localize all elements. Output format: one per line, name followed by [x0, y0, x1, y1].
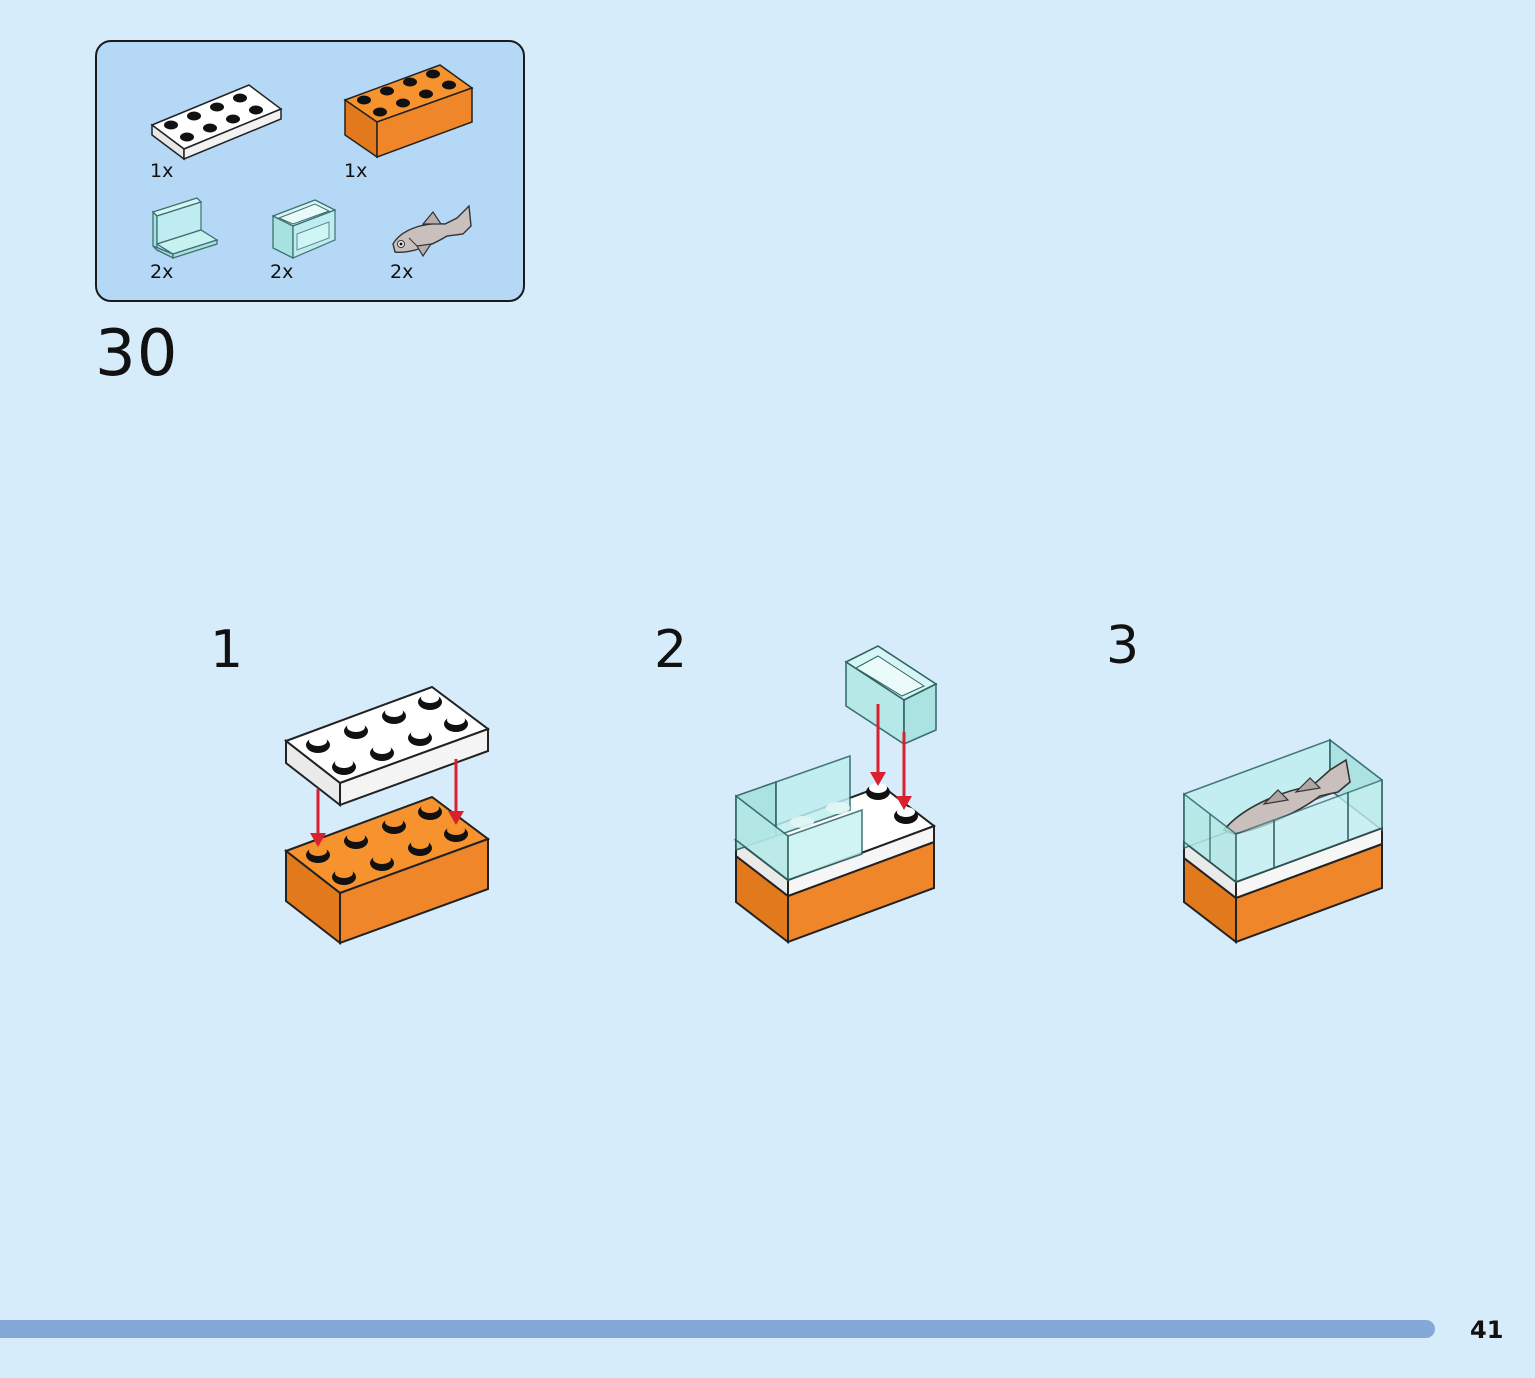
substep-1-illustration	[282, 685, 494, 947]
white-plate-qty: 1x	[150, 160, 174, 182]
step-number: 30	[95, 317, 179, 391]
progress-bar	[0, 1320, 1435, 1338]
trans-corner-panel-part	[269, 194, 341, 260]
parts-list-box: 1x 1x 2	[95, 40, 525, 302]
substep-3-label: 3	[1106, 616, 1140, 676]
substep-2-label: 2	[654, 620, 688, 680]
trans-panel-qty: 2x	[150, 261, 174, 283]
orange-brick-qty: 1x	[344, 160, 368, 182]
fish-qty: 2x	[390, 261, 414, 283]
orange-brick-part	[342, 62, 477, 162]
white-plate-part	[149, 77, 284, 162]
substep-3-illustration	[1180, 734, 1390, 948]
trans-panel-part	[149, 194, 221, 260]
fish-part	[387, 200, 477, 260]
page-number: 41	[1470, 1316, 1504, 1344]
trans-corner-panel-qty: 2x	[270, 261, 294, 283]
substep-2-illustration	[732, 640, 942, 948]
substep-1-label: 1	[210, 620, 244, 680]
